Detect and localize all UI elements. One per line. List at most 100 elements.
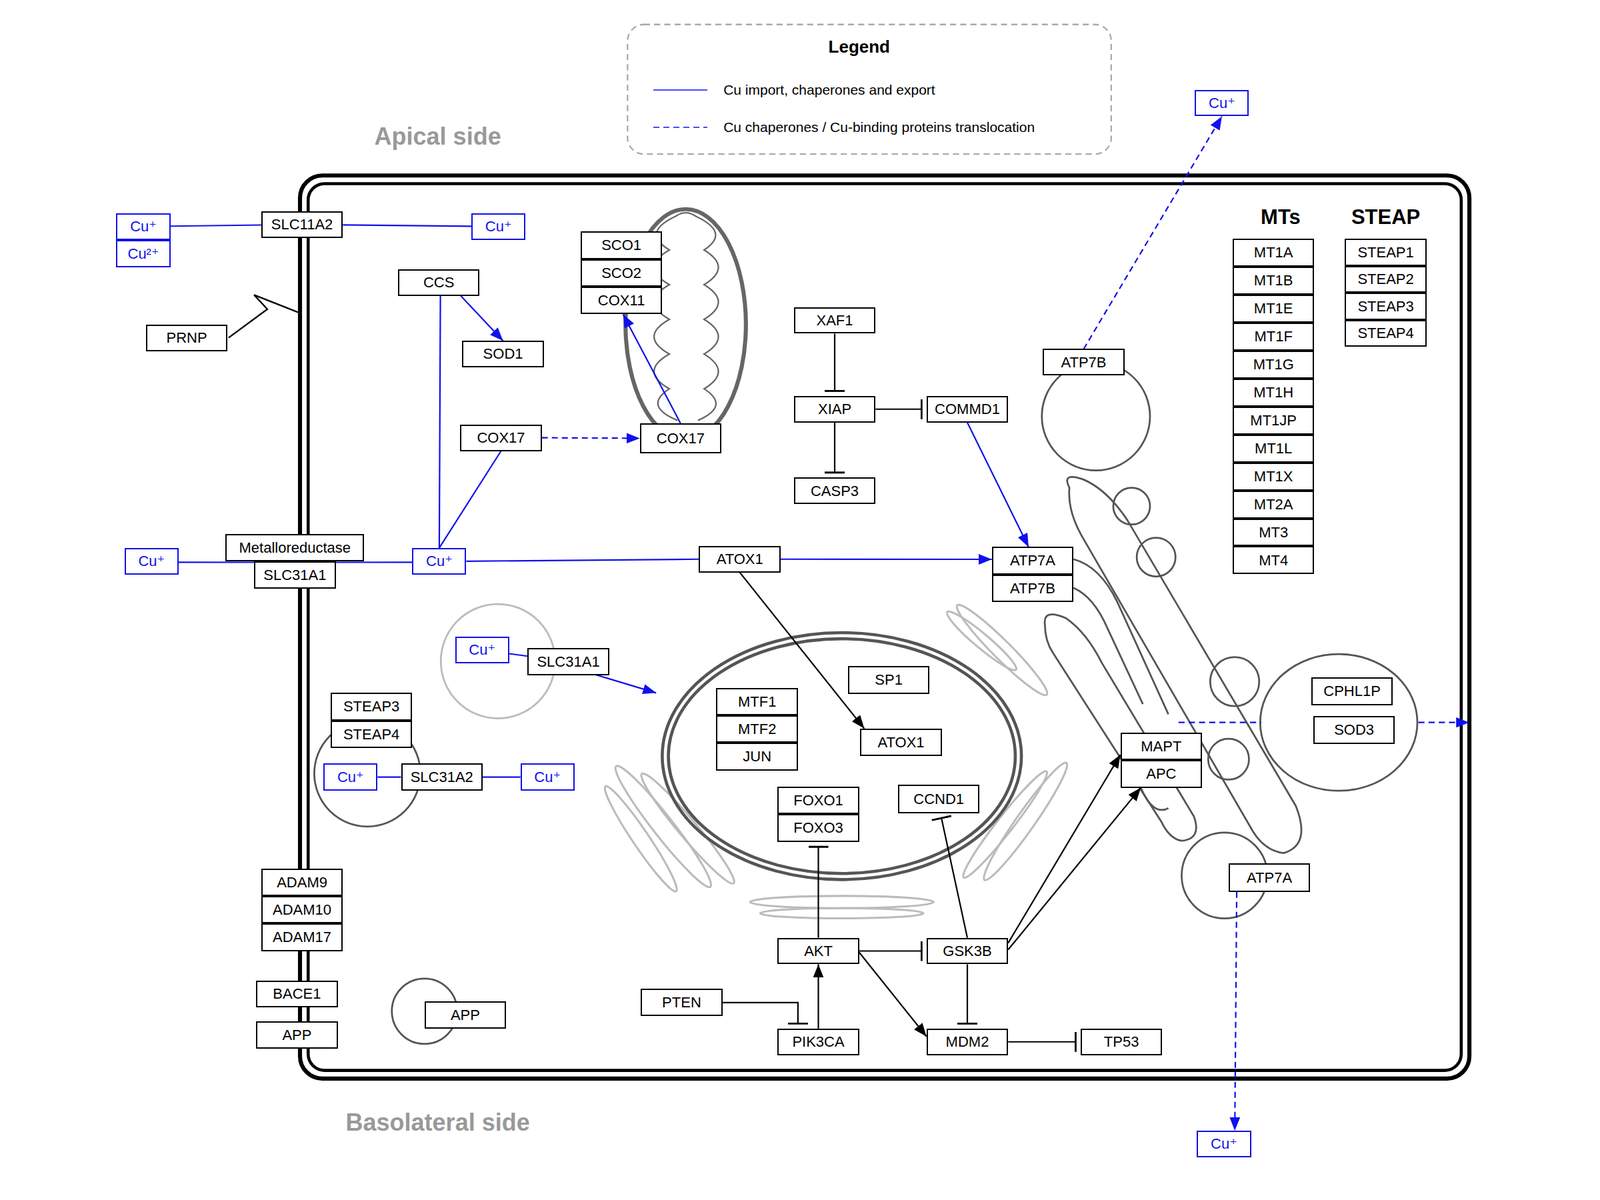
golgi-cisterna [1140,788,1168,810]
golgi-cisterna [1044,614,1196,842]
node-label: MTF2 [738,720,776,738]
copper-ion-box: Cu⁺ [1196,1130,1251,1158]
nucleus-envelope-inner [668,638,1016,874]
gene-box: MT1H [1232,378,1314,407]
node-label: GSK3B [942,942,992,960]
node-label: ADAM17 [272,928,332,946]
gene-box: GSK3B [926,938,1008,965]
gene-box: SOD3 [1313,716,1395,744]
inhibition-connector [941,818,968,938]
node-label: SOD1 [483,345,524,362]
gene-box: CASP3 [794,477,876,504]
gene-box: AKT [777,938,859,965]
node-label: STEAP3 [343,698,400,715]
copper-ion-box: Cu⁺ [412,548,466,575]
gene-box: MT1X [1232,462,1314,491]
legend-line [653,126,708,128]
inhibition-connector [875,408,922,410]
translocation-arrow [594,674,656,694]
gene-box: ATP7A [1228,863,1310,892]
gene-box: SCO2 [580,259,662,287]
node-label: ATOX1 [877,734,924,751]
node-label: MAPT [1140,738,1182,755]
node-label: SCO2 [601,264,642,282]
copper-ion-box: Cu⁺ [455,636,510,664]
gene-box: COX11 [580,286,662,314]
gene-box: STEAP2 [1344,266,1426,294]
vesicle [1136,538,1176,577]
copper-ion-box: Cu⁺ [116,213,170,240]
node-label: SLC31A2 [410,768,474,786]
connector [377,776,401,778]
connector [178,561,254,563]
node-label: APP [282,1026,312,1044]
connector [509,654,528,657]
connector [460,296,503,341]
copper-ion-box: Cu²⁺ [116,240,170,268]
gene-box: ATP7B [1042,348,1124,376]
node-label: AKT [804,942,833,960]
node-label: ATP7A [1246,869,1292,886]
gene-box: ADAM9 [261,868,343,896]
er-cisterna [957,766,1054,883]
cell-membrane-outer [300,175,1470,1079]
node-label: MT1JP [1250,412,1297,429]
gene-box: MT1B [1232,266,1314,295]
gene-box: STEAP4 [330,720,412,748]
node-label: FOXO1 [793,792,844,809]
node-label: MDM2 [946,1033,990,1050]
connector [1008,788,1141,950]
gene-box: PTEN [640,988,722,1016]
node-label: Cu⁺ [468,641,496,658]
legend-frame [627,24,1112,154]
gene-box: MT2A [1232,490,1314,519]
gene-box: ATP7B [992,574,1074,602]
inhibition-connector [722,1002,798,1024]
node-label: Cu⁺ [337,768,364,786]
gene-box: STEAP3 [1344,292,1426,320]
node-label: JUN [742,748,772,765]
vesicle [1042,362,1150,470]
node-label: ATP7B [1060,354,1106,371]
copper-ion-box: Cu⁺ [124,548,179,575]
connector [336,561,413,563]
gene-box: BACE1 [256,980,338,1008]
gene-box: MTF1 [716,688,798,716]
gene-box: SP1 [848,666,930,694]
node-label: SOD3 [1334,721,1374,738]
gene-box: ATOX1 [860,728,942,756]
gene-box: MT4 [1232,546,1314,574]
node-label: Cu⁺ [130,218,157,235]
copper-ion-box: Cu⁺ [520,763,575,791]
connector [170,225,262,227]
node-label: ATP7A [1010,552,1056,569]
secretion-dashed-arrow [1418,722,1470,724]
node-label: COX17 [656,430,705,447]
legend-row: Cu chaperones / Cu-binding proteins tran… [653,117,1036,138]
copper-ion-box: Cu⁺ [323,763,378,791]
node-label: SCO1 [601,236,642,254]
connector [1008,754,1120,944]
node-label: MT2A [1254,496,1294,513]
node-label: COMMD1 [934,400,1000,418]
gene-box: PRNP [146,324,228,352]
inhibition-connector [966,964,968,1024]
node-label: COX17 [476,429,525,446]
node-label: MT1L [1254,440,1292,457]
mitochondrial-cristae [654,212,718,420]
node-label: APP [450,1006,480,1024]
gene-box: ADAM10 [261,896,343,924]
gene-box: PIK3CA [777,1028,859,1056]
gene-box: STEAP3 [330,692,412,720]
connector [439,296,441,548]
side-label: Basolateral side [346,1109,530,1136]
gene-box: STEAP1 [1344,238,1426,266]
legend-text: Cu chaperones / Cu-binding proteins tran… [723,119,1035,136]
node-label: ADAM9 [276,874,328,891]
node-label: STEAP2 [1357,270,1414,288]
node-label: Cu²⁺ [128,245,160,262]
node-label: APC [1146,765,1176,782]
node-label: MT1B [1254,272,1294,289]
connector [1234,892,1237,1131]
